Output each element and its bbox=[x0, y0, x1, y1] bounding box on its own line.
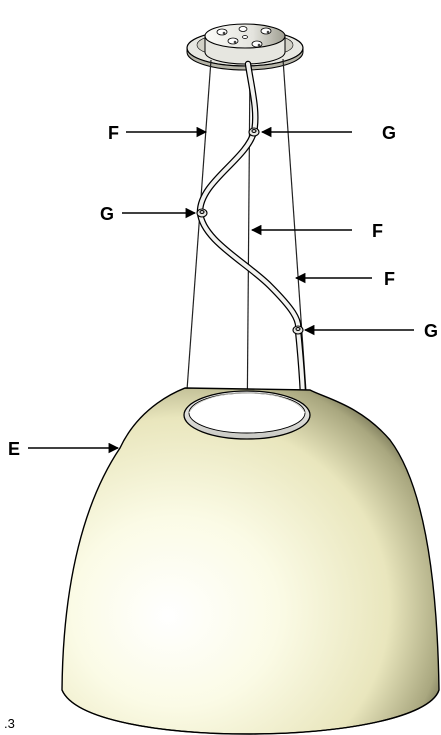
cable-clip-middle bbox=[196, 208, 208, 218]
callout-label-g-top: G bbox=[382, 123, 396, 143]
callout-label-f-right: F bbox=[384, 269, 395, 289]
figure-number-label: .3 bbox=[4, 716, 15, 731]
ceiling-canopy bbox=[186, 23, 304, 71]
callout-label-f-middle: F bbox=[372, 221, 383, 241]
cable-clip-bottom bbox=[292, 325, 304, 335]
callout-labels: F G G F F G E bbox=[8, 123, 438, 459]
callout-arrows bbox=[28, 126, 414, 454]
lamp-shade bbox=[61, 387, 440, 735]
callout-label-g-bottom: G bbox=[424, 321, 438, 341]
callout-label-e: E bbox=[8, 439, 20, 459]
cable-clips bbox=[196, 127, 304, 335]
callout-label-f-top: F bbox=[108, 123, 119, 143]
callout-label-g-left: G bbox=[100, 204, 114, 224]
cable-clip-top bbox=[248, 127, 260, 137]
suspension-wires bbox=[186, 58, 308, 441]
mounting-holes bbox=[216, 26, 272, 48]
